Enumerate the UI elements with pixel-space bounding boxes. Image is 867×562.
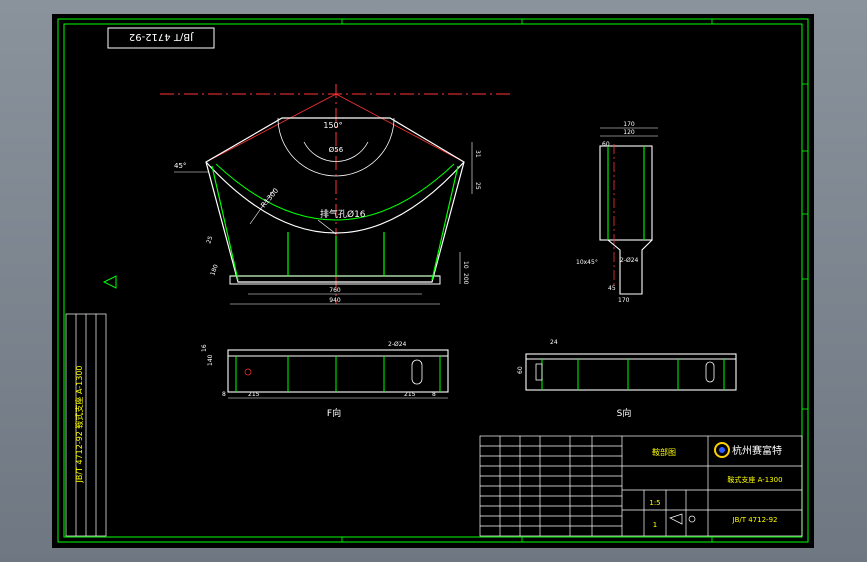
leader-vent (317, 219, 337, 235)
f-view-top-plate (227, 349, 449, 357)
radius-line-right (335, 93, 465, 163)
projection-symbol-icon (669, 513, 683, 525)
f-dim-gap2: 8 (432, 391, 436, 398)
f-dim-hole: 2-Ø24 (388, 341, 407, 348)
sheet-value: 1 (653, 521, 657, 529)
end-rib-left (211, 165, 239, 281)
company-name: 杭州赛富特 (732, 444, 782, 457)
dim-bottom-side: 45 (608, 285, 616, 292)
dim-depth: 31 (474, 150, 481, 158)
dim-small-height: 10 (462, 261, 469, 269)
side-base (607, 239, 653, 295)
orientation-mark (102, 275, 117, 289)
part-name: 鞍式支座 A-1300 (727, 475, 782, 484)
cad-drawing: JB/T 4712-92 JB/T 4712-92 鞍式支座 A-1300 (57, 18, 809, 543)
s-view-slot-left (535, 363, 543, 381)
angle-arc (277, 117, 395, 177)
s-view-top-plate (525, 353, 737, 360)
dim-side-note: 60 (602, 141, 610, 148)
f-dim-left: 215 (248, 391, 260, 398)
base-plate (229, 275, 441, 285)
dia-arc (303, 141, 369, 162)
f-dim-h2: 16 (201, 344, 208, 352)
dim-left-angle: 45° (174, 162, 186, 170)
saddle-outline (205, 117, 465, 283)
scale-value: 1:5 (649, 499, 660, 507)
f-dim-h: 140 (207, 354, 214, 366)
assembly-name: 鞍部图 (652, 447, 676, 457)
rotated-title-box (107, 27, 215, 49)
inner-border (63, 23, 803, 538)
rotated-title: JB/T 4712-92 (129, 31, 194, 42)
s-dim-w: 24 (550, 339, 558, 346)
drawing-number: JB/T 4712-92 (732, 516, 778, 524)
f-view-slot (411, 359, 423, 385)
vent-note: 排气孔Ø16 (320, 208, 366, 220)
radius-line-left (205, 93, 337, 163)
dim-radius: R1300 (259, 187, 280, 210)
dim-rib-len2: 180 (209, 263, 220, 276)
f-view-ribs (235, 356, 441, 392)
dim-bottom-inner: 760 (329, 287, 341, 294)
outer-border (57, 18, 809, 543)
left-strip (65, 313, 107, 537)
drawing-sheet: JB/T 4712-92 JB/T 4712-92 鞍式支座 A-1300 (52, 14, 814, 548)
f-dim-right: 215 (404, 391, 416, 398)
left-strip-note: JB/T 4712-92 鞍式支座 A-1300 (74, 365, 84, 483)
s-dim-h: 60 (517, 366, 524, 374)
leader-radius (249, 189, 275, 225)
side-view-body (599, 145, 653, 241)
f-view-hole (244, 368, 252, 376)
dim-side-top: 120 (623, 129, 635, 136)
title-block-grid (479, 435, 803, 537)
zone-ticks (341, 19, 808, 542)
f-dim-gap: 8 (222, 391, 226, 398)
dim-total-height: 200 (462, 273, 469, 285)
s-view-slot (705, 361, 715, 383)
dim-rib-len: 25 (205, 235, 214, 245)
dim-side-width: 170 (623, 121, 635, 128)
company-logo-icon (714, 442, 730, 458)
dim-bottom-side2: 170 (618, 297, 630, 304)
dim-side-hole: 2-Ø24 (620, 257, 639, 264)
s-view-ribs (541, 359, 725, 390)
end-rib-right (431, 165, 459, 281)
projection-circle-icon (688, 515, 696, 523)
shell-arc (205, 161, 465, 234)
dim-angle: 150° (323, 121, 342, 130)
s-view-label: S向 (617, 407, 632, 419)
f-view-label: F向 (327, 407, 341, 419)
wear-plate-arc (215, 163, 455, 221)
dim-top-dia: Ø56 (329, 146, 344, 154)
dim-bottom-outer: 940 (329, 297, 341, 304)
dim-rib2: 25 (474, 182, 481, 190)
dim-chamfer: 10x45° (576, 259, 598, 266)
